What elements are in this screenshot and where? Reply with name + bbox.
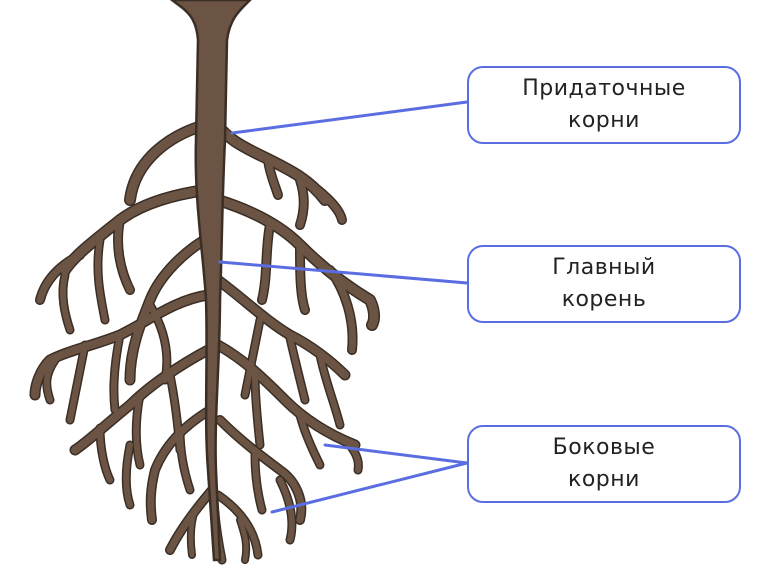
lateral-root bbox=[296, 176, 308, 229]
lateral-root bbox=[252, 452, 265, 513]
lateral-root bbox=[242, 317, 263, 398]
lateral-root bbox=[166, 486, 216, 554]
lateral-roots-text: Боковые корни bbox=[552, 435, 656, 492]
lateral-root bbox=[297, 412, 323, 468]
lateral-root bbox=[147, 406, 214, 524]
lateral-root bbox=[342, 437, 362, 473]
lateral-root bbox=[296, 241, 309, 314]
lateral-root bbox=[177, 427, 193, 493]
lateral-root bbox=[264, 156, 282, 199]
pointer-lines bbox=[218, 100, 469, 514]
lateral-root bbox=[110, 332, 123, 413]
lateral-root bbox=[114, 216, 134, 294]
lateral-root bbox=[31, 291, 212, 399]
lateral-root bbox=[214, 276, 349, 379]
lateral-root bbox=[126, 231, 217, 384]
lateral-root bbox=[214, 341, 359, 449]
lateral-root bbox=[258, 221, 274, 304]
lateral-root bbox=[287, 335, 308, 403]
lateral-root bbox=[43, 357, 58, 403]
main-root bbox=[169, 0, 252, 562]
lateral-root bbox=[213, 195, 379, 330]
lateral-roots-label: Боковые корни bbox=[467, 425, 741, 503]
lateral-root bbox=[277, 477, 295, 543]
lateral-root bbox=[71, 346, 212, 454]
lateral-root bbox=[326, 266, 357, 354]
lateral-root bbox=[97, 425, 113, 483]
lateral-root bbox=[36, 251, 84, 304]
main-root-label: Главный корень bbox=[467, 245, 741, 323]
lateral-root bbox=[67, 342, 88, 423]
lateral-root bbox=[314, 186, 346, 224]
lateral-root bbox=[188, 507, 198, 558]
main-root-text: Главный корень bbox=[552, 255, 656, 312]
lateral-root bbox=[237, 517, 249, 563]
lateral-root bbox=[94, 237, 108, 323]
lateral-root bbox=[317, 352, 343, 428]
lateral-root bbox=[59, 272, 73, 333]
lateral-root bbox=[133, 392, 143, 468]
adventitious-roots-label: Придаточные корни bbox=[467, 66, 741, 144]
lateral-root bbox=[252, 372, 263, 448]
lateral-root bbox=[215, 492, 261, 558]
lateral-root bbox=[123, 442, 133, 508]
adventitious-roots-text: Придаточные корни bbox=[522, 76, 686, 133]
lateral-root bbox=[125, 120, 210, 205]
lateral-root bbox=[216, 416, 305, 524]
